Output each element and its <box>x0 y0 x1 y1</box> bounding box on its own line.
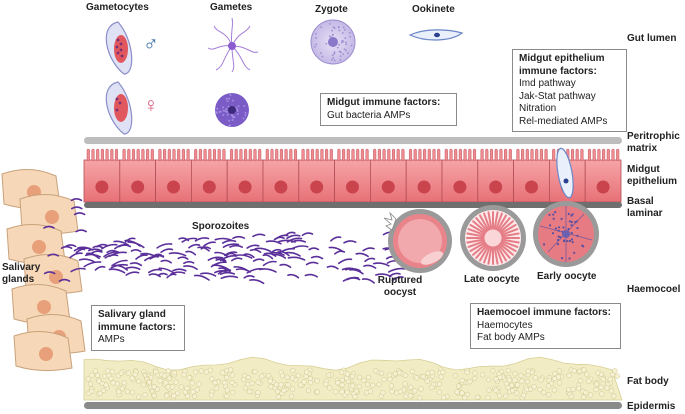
box-item: Rel-mediated AMPs <box>519 115 608 127</box>
box-item: Gut bacteria AMPs <box>327 109 411 121</box>
midgut-epithelium-line-1: Midgut <box>627 164 660 175</box>
label-late-oocyte: Late oocyte <box>464 274 520 285</box>
box-title: Salivary gland <box>98 309 166 320</box>
male-symbol: ♂ <box>143 33 159 56</box>
box-title: Haemocoel immune factors: <box>477 307 611 318</box>
box-item: Nitration <box>519 103 557 114</box>
label-epidermis: Epidermis <box>627 401 676 412</box>
box-title: Midgut epithelium <box>519 53 605 64</box>
female-gamete <box>215 93 249 127</box>
label-salivary-glands: Salivary glands <box>2 262 40 286</box>
box-item: Haemocytes <box>477 319 533 331</box>
salivary-gland-cells <box>1 169 86 372</box>
sporozoite-cloud <box>43 197 406 285</box>
box-title: immune factors: <box>98 321 176 333</box>
peritrophic-line-1: Peritrophic <box>627 131 680 142</box>
salivary-line-1: Salivary <box>2 262 41 273</box>
label-midgut-epithelium: Midgut epithelium <box>627 164 677 188</box>
peritrophic-line-2: matrix <box>627 143 658 154</box>
box-item: Jak-Stat pathway <box>519 90 596 102</box>
ruptured-line-2: oocyst <box>383 287 417 298</box>
ookinete-invading-epithelium <box>556 147 574 199</box>
ruptured-line-1: Ruptured <box>377 275 423 286</box>
label-ruptured-oocyst: Ruptured oocyst <box>372 275 428 299</box>
label-haemocoel: Haemocoel <box>627 284 681 295</box>
peritrophic-matrix-band <box>84 137 622 144</box>
salivary-line-2: glands <box>2 274 35 285</box>
late-oocyte <box>460 205 526 271</box>
label-gametocytes: Gametocytes <box>86 2 149 13</box>
basal-line-1: Basal <box>627 196 654 207</box>
male-gametocyte <box>105 21 133 75</box>
label-gut-lumen: Gut lumen <box>627 33 677 44</box>
label-peritrophic-matrix: Peritrophic matrix <box>627 131 680 155</box>
midgut-epithelium-cells <box>83 148 622 203</box>
haemocoel-immune-box: Haemocoel immune factors: Haemocytes Fat… <box>470 303 621 349</box>
label-basal-lamina: Basal laminar <box>627 196 663 220</box>
midgut-epithelium-immune-box: Midgut epithelium immune factors: Imd pa… <box>512 49 627 132</box>
label-fat-body: Fat body <box>627 376 669 387</box>
female-gametocyte <box>105 81 133 135</box>
ruptured-oocyst <box>383 209 452 273</box>
midgut-immune-box: Midgut immune factors: Gut bacteria AMPs <box>320 93 457 126</box>
male-gamete <box>207 17 259 73</box>
basal-line-2: laminar <box>627 208 663 219</box>
box-item: Imd pathway <box>519 78 576 89</box>
fat-body-layer <box>83 356 623 401</box>
zygote <box>310 19 356 65</box>
epidermis-band <box>84 402 622 409</box>
box-item: Fat body AMPs <box>477 332 545 343</box>
label-sporozoites: Sporozoites <box>192 221 250 232</box>
label-ookinete: Ookinete <box>412 4 455 15</box>
label-early-oocyte: Early oocyte <box>537 271 597 282</box>
box-title: immune factors: <box>519 65 597 77</box>
label-zygote: Zygote <box>315 4 348 15</box>
midgut-epithelium-line-2: epithelium <box>627 176 678 187</box>
label-gametes: Gametes <box>210 2 253 13</box>
female-symbol: ♀ <box>143 94 159 117</box>
box-item: AMPs <box>98 334 125 345</box>
early-oocyte <box>533 201 599 267</box>
basal-lamina-band <box>84 202 622 208</box>
ookinete <box>408 29 464 41</box>
salivary-immune-box: Salivary gland immune factors: AMPs <box>91 305 185 351</box>
box-title: Midgut immune factors: <box>327 97 441 108</box>
